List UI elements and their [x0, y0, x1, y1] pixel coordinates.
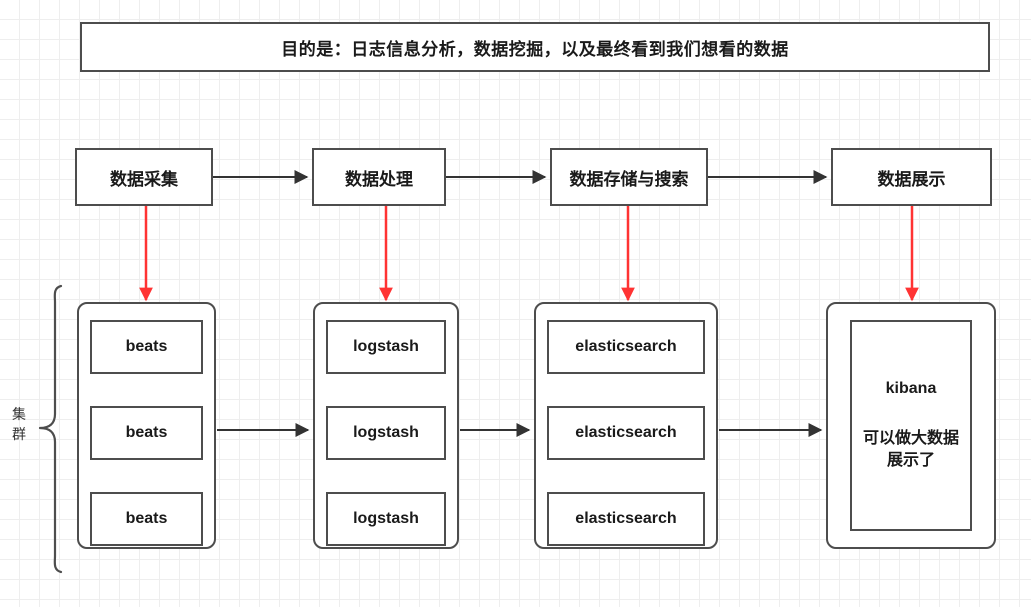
node-box-elasticsearch: elasticsearch: [547, 406, 705, 460]
stage-label: 数据处理: [345, 169, 413, 189]
group-box-logstash: logstash logstash logstash: [313, 302, 459, 549]
node-box-beats: beats: [90, 492, 203, 546]
group-box-beats: beats beats beats: [77, 302, 216, 549]
node-box-logstash: logstash: [326, 406, 446, 460]
group-box-elasticsearch: elasticsearch elasticsearch elasticsearc…: [534, 302, 718, 549]
node-box-beats: beats: [90, 406, 203, 460]
node-label: logstash: [353, 424, 419, 441]
stage-label: 数据采集: [110, 169, 178, 189]
stage-label: 数据存储与搜索: [569, 169, 689, 189]
node-label: logstash: [353, 510, 419, 527]
node-label: elasticsearch: [575, 510, 677, 527]
kibana-note-label: 可以做大数据展示了: [862, 429, 959, 469]
node-box-elasticsearch: elasticsearch: [547, 492, 705, 546]
cluster-brace-shape: [38, 284, 63, 574]
node-box-logstash: logstash: [326, 492, 446, 546]
node-label: elasticsearch: [575, 338, 677, 355]
cluster-brace-label: 集群: [12, 406, 26, 443]
node-box-beats: beats: [90, 320, 203, 374]
node-box-logstash: logstash: [326, 320, 446, 374]
diagram-title-box: 目的是：日志信息分析，数据挖掘，以及最终看到我们想看的数据: [80, 22, 990, 72]
node-box-kibana: kibana 可以做大数据展示了: [850, 320, 972, 531]
node-label: logstash: [353, 338, 419, 355]
group-box-kibana: kibana 可以做大数据展示了: [826, 302, 996, 549]
stage-box-data-display: 数据展示: [831, 148, 992, 206]
diagram-title-text: 目的是：日志信息分析，数据挖掘，以及最终看到我们想看的数据: [281, 39, 789, 59]
node-label: beats: [125, 424, 168, 441]
node-label: elasticsearch: [575, 424, 677, 441]
stage-box-data-storage-search: 数据存储与搜索: [550, 148, 708, 206]
node-box-elasticsearch: elasticsearch: [547, 320, 705, 374]
kibana-label: kibana: [885, 379, 937, 397]
stage-label: 数据展示: [877, 169, 946, 189]
node-label: beats: [125, 510, 168, 527]
stage-box-data-processing: 数据处理: [312, 148, 446, 206]
node-label: beats: [125, 338, 168, 355]
stage-box-data-collection: 数据采集: [75, 148, 213, 206]
